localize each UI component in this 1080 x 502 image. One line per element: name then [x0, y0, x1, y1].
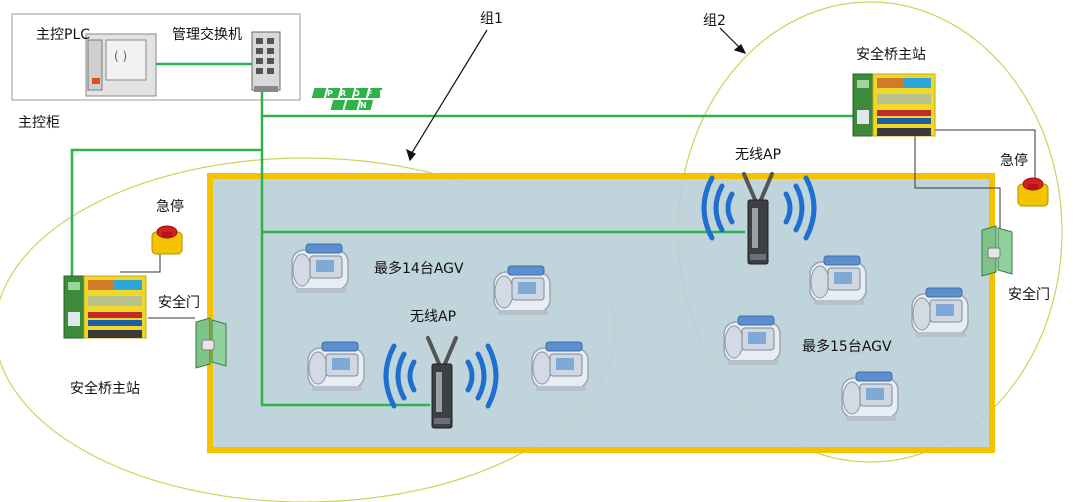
agv-icon [723, 315, 781, 366]
safety-door-right-label: 安全门 [1008, 287, 1050, 303]
safety-bridge-master-right-label: 安全桥主站 [856, 47, 926, 63]
agv-icon [809, 255, 867, 306]
plc-icon: ( ) [85, 33, 157, 97]
agv-icon [911, 287, 969, 338]
svg-text:( ): ( ) [114, 49, 127, 63]
profinet-logo-text-1: PROFI [327, 89, 389, 98]
safety-door-left-label: 安全门 [158, 295, 200, 311]
safety-door-icon-right [981, 225, 1013, 277]
estop-right-label: 急停 [1000, 153, 1028, 169]
safety-bridge-module-icon-right [852, 73, 936, 137]
profinet-network-lines [70, 62, 855, 407]
profinet-logo-text-2: NET [360, 101, 399, 110]
agv-icon [291, 243, 349, 294]
group-arrows [406, 27, 747, 162]
estop-button-icon-left [151, 225, 183, 255]
profinet-logo-icon: PROFI NET [311, 88, 399, 110]
main-plc-label: 主控PLC [36, 27, 91, 43]
wifi-signal-icon-2 [701, 175, 817, 241]
wireless-ap-2-label: 无线AP [735, 147, 782, 163]
safety-wires [120, 129, 1036, 319]
estop-button-icon-right [1017, 177, 1049, 207]
agv-icon [493, 265, 551, 316]
main-cabinet-label: 主控柜 [18, 115, 60, 131]
managed-switch-label: 管理交换机 [172, 27, 242, 43]
group2-label: 组2 [703, 13, 726, 29]
switch-icon [251, 31, 281, 92]
wifi-signal-icon-1 [383, 343, 499, 409]
group1-label: 组1 [480, 11, 503, 27]
safety-bridge-module-icon-left [63, 275, 147, 339]
max-agv-group2-label: 最多15台AGV [802, 339, 892, 355]
safety-bridge-master-left-label: 安全桥主站 [70, 381, 140, 397]
agv-icon [307, 341, 365, 392]
wireless-ap-1-label: 无线AP [410, 309, 457, 325]
agv-icon [531, 341, 589, 392]
agv-icon [841, 371, 899, 422]
max-agv-group1-label: 最多14台AGV [374, 261, 464, 277]
estop-left-label: 急停 [156, 199, 184, 215]
